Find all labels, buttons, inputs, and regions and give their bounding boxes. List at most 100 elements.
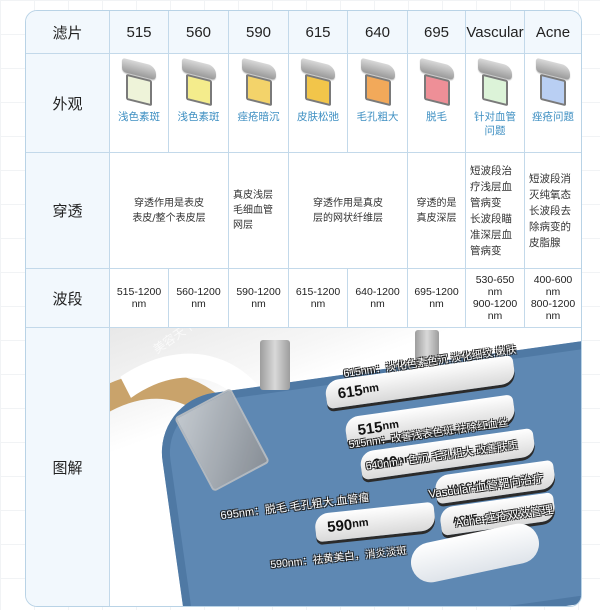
col-header-515: 515: [110, 11, 169, 54]
row-header-filter: 滤片: [26, 11, 110, 54]
penetration-line: 表皮/整个表皮层: [132, 212, 206, 224]
col-header-590: 590: [229, 11, 289, 54]
penetration-line: 层的网状纤维层: [313, 212, 383, 224]
penetration-text: 穿透的是 真皮深层: [417, 196, 457, 226]
filter-vascular-icon: [476, 57, 514, 107]
penetration-line: 穿透作用是真皮: [313, 197, 383, 209]
penetration-cell-acne: 短波段消 灭纯氧态 长波段去 除病变的 皮脂腺: [525, 153, 581, 269]
penetration-cell-695: 穿透的是 真皮深层: [408, 153, 466, 269]
appearance-cell-615: 皮肤松弛: [289, 54, 348, 153]
penetration-line: 短波段消: [529, 172, 571, 185]
filter-695-icon: [418, 57, 456, 107]
row-header-penetration: 穿透: [26, 153, 110, 269]
penetration-text: 穿透作用是真皮 层的网状纤维层: [313, 196, 383, 226]
penetration-text: 真皮浅层 毛细血管 网层: [233, 188, 273, 233]
penetration-text: 短波段治 疗浅层血 管病变 长波段瞄 准深层血 管病变: [470, 163, 512, 259]
penetration-text: 短波段消 灭纯氧态 长波段去 除病变的 皮脂腺: [529, 171, 571, 251]
band-unit: nm: [131, 298, 147, 310]
filter-comparison-table: 滤片 515 560 590 615 640 695 Vascular Acne…: [25, 10, 582, 607]
penetration-cell-vascular: 短波段治 疗浅层血 管病变 长波段瞄 准深层血 管病变: [466, 153, 525, 269]
band-value: 615-1200: [295, 286, 341, 298]
band-value: 695-1200: [414, 286, 459, 298]
penetration-line: 真皮浅层: [233, 190, 273, 201]
appearance-cell-695: 脱毛: [408, 54, 466, 153]
band-unit: nm: [310, 298, 326, 310]
filter-590-icon: [240, 57, 278, 107]
filter-640-icon: [359, 57, 397, 107]
slot-unit: nm: [361, 381, 380, 397]
col-header-560: 560: [169, 11, 229, 54]
penetration-line: 网层: [233, 220, 253, 231]
band-value: 515-1200: [116, 286, 162, 298]
col-header-vascular: Vascular: [466, 11, 525, 54]
row-header-band: 波段: [26, 269, 110, 328]
slot-number: 615: [336, 381, 364, 402]
band-unit: nm: [429, 298, 444, 310]
penetration-line: 管病变: [470, 196, 502, 209]
penetration-line: 短波段治: [470, 164, 512, 177]
band-unit: nm: [251, 298, 266, 310]
row-header-diagram-label: 图解: [52, 458, 83, 477]
penetration-line: 真皮深层: [416, 212, 457, 224]
band-value: 560-1200: [176, 286, 221, 298]
appearance-label: 皮肤松弛: [297, 111, 339, 123]
col-header-label: 560: [185, 23, 212, 41]
appearance-cell-515: 浅色素斑: [110, 54, 169, 153]
band-value: 400-600: [533, 274, 573, 286]
penetration-cell-515-560: 穿透作用是表皮 表皮/整个表皮层: [110, 153, 229, 269]
row-header-band-label: 波段: [52, 289, 83, 308]
band-value: 900-1200: [472, 298, 518, 310]
band-unit: nm: [545, 286, 561, 298]
penetration-cell-615-640: 穿透作用是真皮 层的网状纤维层: [289, 153, 408, 269]
band-unit: nm: [545, 310, 561, 322]
filter-615-icon: [299, 57, 337, 107]
appearance-label: 针对血管问题: [474, 111, 516, 137]
row-header-appearance-label: 外观: [52, 94, 83, 113]
penetration-line: 除病变的: [529, 220, 571, 233]
col-header-acne: Acne: [525, 11, 581, 54]
metal-clip-icon: [415, 330, 439, 370]
col-header-label: 615: [305, 23, 331, 41]
row-header-filter-label: 滤片: [52, 23, 83, 42]
filter-560-icon: [180, 57, 218, 107]
penetration-line: 穿透作用是表皮: [134, 197, 204, 209]
penetration-line: 毛细血管: [233, 205, 273, 216]
filter-acne-icon: [534, 57, 572, 107]
appearance-cell-vascular: 针对血管问题: [466, 54, 525, 153]
row-header-diagram: 图解: [26, 328, 110, 606]
col-header-label: 515: [126, 23, 152, 41]
band-unit: nm: [487, 310, 503, 322]
appearance-label: 痤疮问题: [532, 111, 574, 123]
band-unit: nm: [487, 286, 503, 298]
band-value: 640-1200: [355, 286, 400, 298]
col-header-640: 640: [348, 11, 408, 54]
col-header-label: Vascular: [466, 23, 524, 41]
row-header-penetration-label: 穿透: [52, 202, 83, 220]
col-header-695: 695: [408, 11, 466, 54]
appearance-cell-560: 浅色素斑: [169, 54, 229, 153]
row-header-appearance: 外观: [26, 54, 110, 153]
appearance-label: 脱毛: [426, 111, 447, 123]
penetration-line: 疗浅层血: [470, 180, 512, 193]
penetration-cell-590: 真皮浅层 毛细血管 网层: [229, 153, 289, 269]
appearance-label: 毛孔粗大: [356, 111, 399, 123]
col-header-label: Acne: [535, 23, 571, 41]
slot-unit: nm: [351, 516, 370, 531]
filter-515-icon: [120, 57, 158, 107]
slot-number: 590: [326, 515, 354, 536]
penetration-line: 准深层血: [470, 228, 512, 241]
band-unit: nm: [191, 298, 206, 310]
band-value: 800-1200: [530, 298, 576, 310]
appearance-label: 痤疮暗沉: [237, 111, 280, 123]
penetration-line: 皮脂腺: [529, 236, 561, 249]
penetration-line: 管病变: [470, 244, 502, 257]
appearance-label: 浅色素斑: [177, 111, 220, 123]
band-unit: nm: [370, 298, 385, 310]
appearance-cell-acne: 痤疮问题: [525, 54, 581, 153]
